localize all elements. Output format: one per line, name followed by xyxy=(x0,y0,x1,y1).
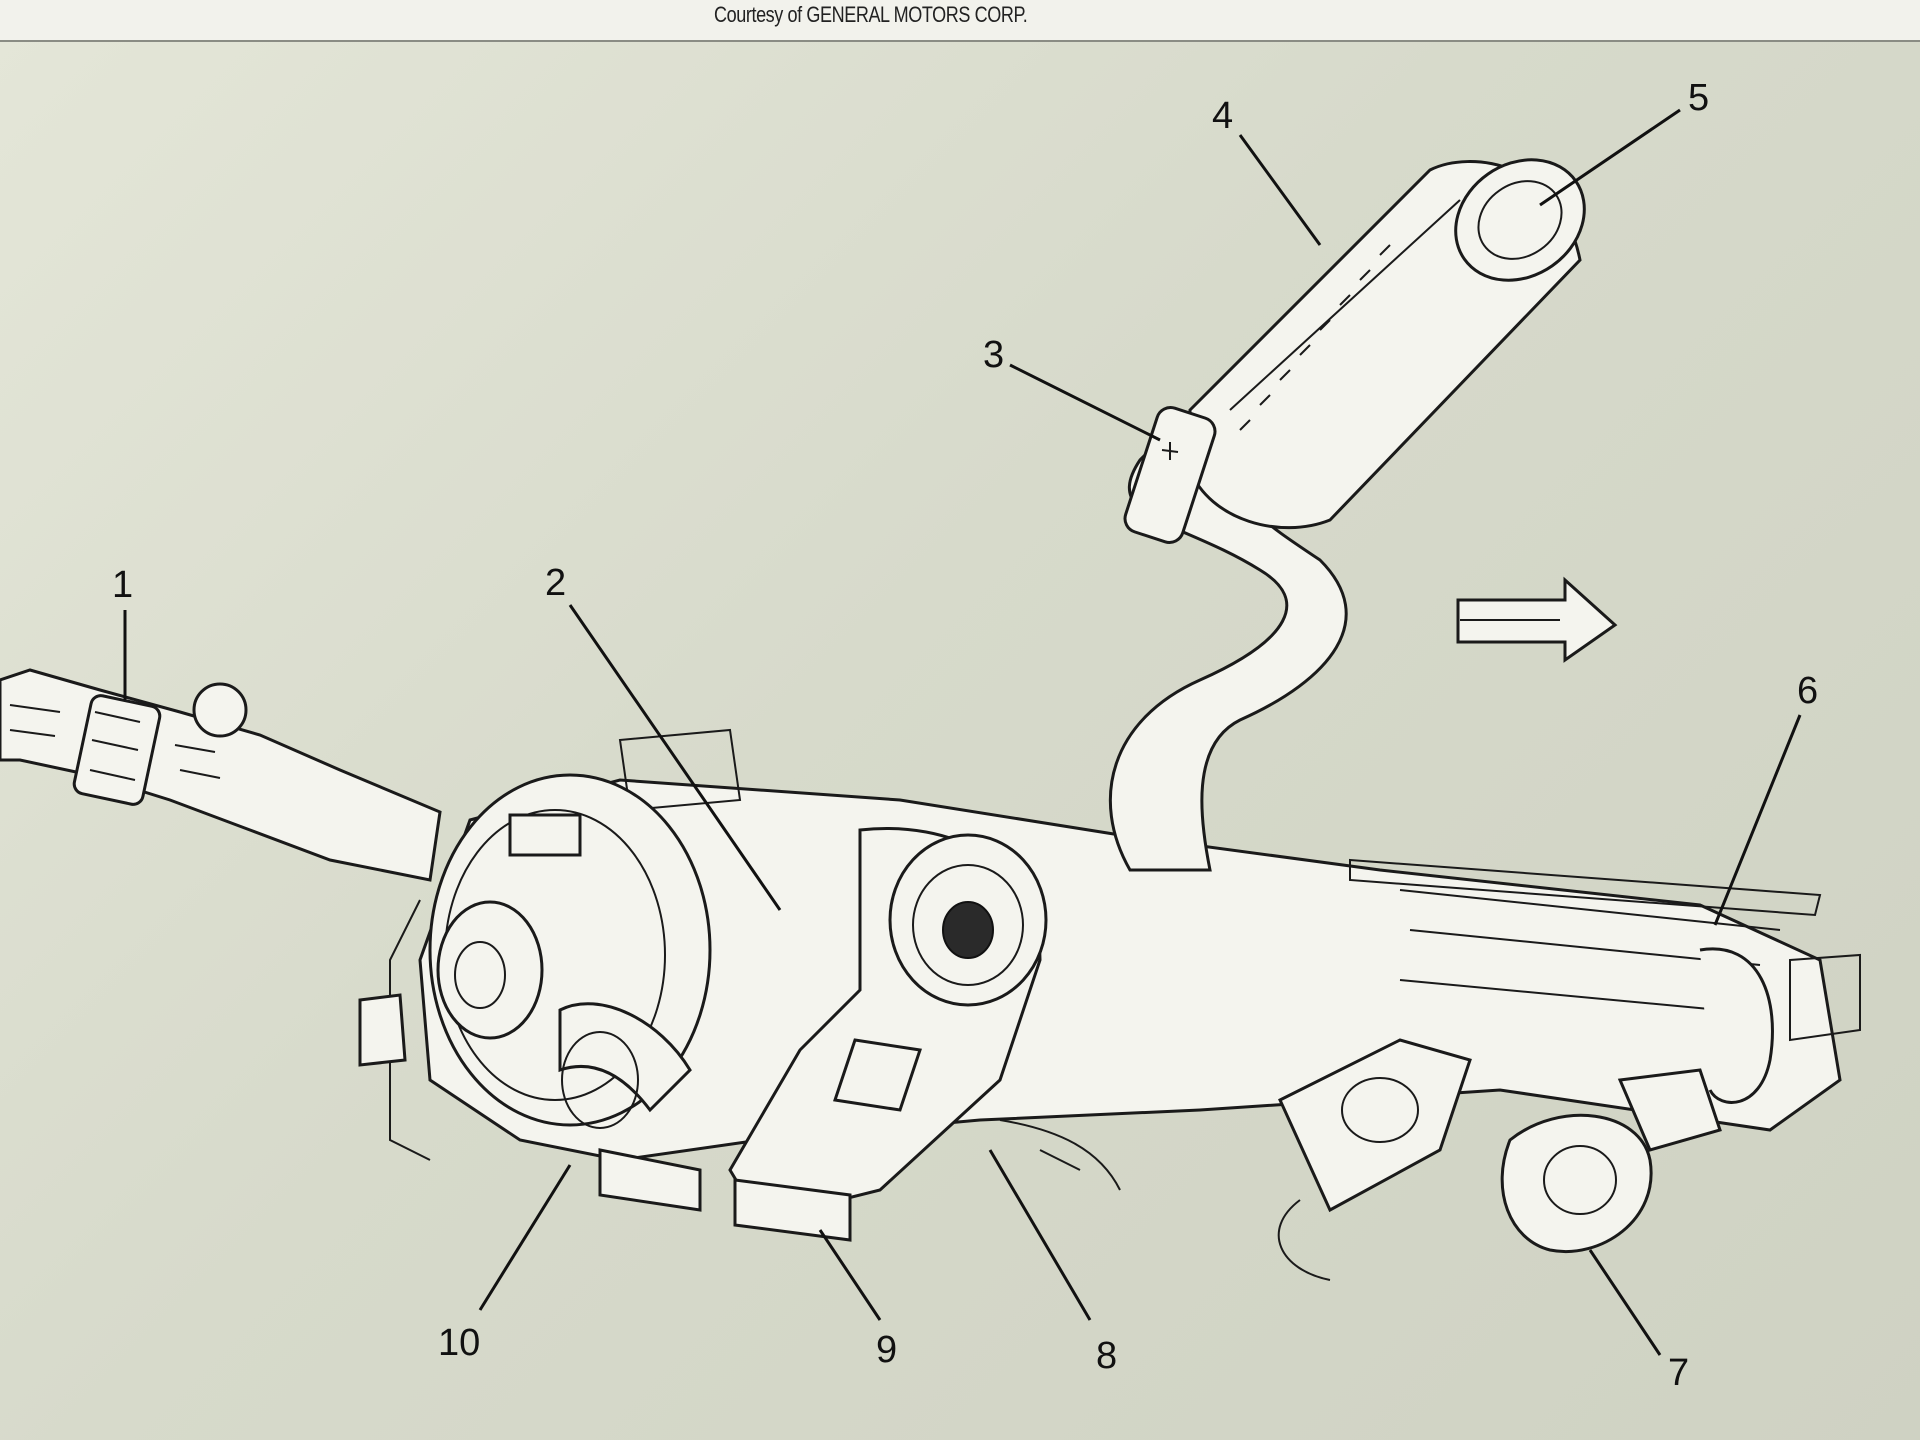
leader-line-6 xyxy=(1713,714,1802,926)
leader-line-8 xyxy=(988,1149,1092,1321)
figure-caption: Courtesy of GENERAL MOTORS CORP. xyxy=(714,2,1028,27)
callout-4: 4 xyxy=(1212,95,1233,137)
callout-10: 10 xyxy=(438,1322,480,1364)
leader-lines xyxy=(123,108,1802,1356)
callout-6: 6 xyxy=(1797,670,1818,712)
leader-line-9 xyxy=(818,1229,882,1321)
leader-line-10 xyxy=(478,1164,572,1311)
clock-spring-assembly xyxy=(358,773,712,1212)
document-header-strip: Courtesy of GENERAL MOTORS CORP. xyxy=(0,0,1920,42)
callout-7: 7 xyxy=(1668,1352,1689,1394)
callout-labels: 1 2 3 4 5 6 7 8 9 10 xyxy=(112,77,1818,1394)
leader-line-3 xyxy=(1009,363,1161,442)
leader-line-5 xyxy=(1539,108,1681,207)
callout-1: 1 xyxy=(112,564,133,606)
shift-lever xyxy=(1109,158,1586,872)
multifunction-lever xyxy=(0,668,442,882)
leader-line-2 xyxy=(568,604,782,911)
callout-3: 3 xyxy=(983,334,1004,376)
callout-5: 5 xyxy=(1688,77,1709,119)
tilt-bracket-and-motor xyxy=(999,947,1861,1281)
leader-line-7 xyxy=(1588,1249,1662,1356)
direction-arrow-icon xyxy=(1456,576,1618,663)
ignition-lock-housing xyxy=(728,827,1048,1242)
leader-line-4 xyxy=(1238,134,1322,246)
callout-8: 8 xyxy=(1096,1335,1117,1377)
callout-2: 2 xyxy=(545,562,566,604)
callout-9: 9 xyxy=(876,1329,897,1371)
